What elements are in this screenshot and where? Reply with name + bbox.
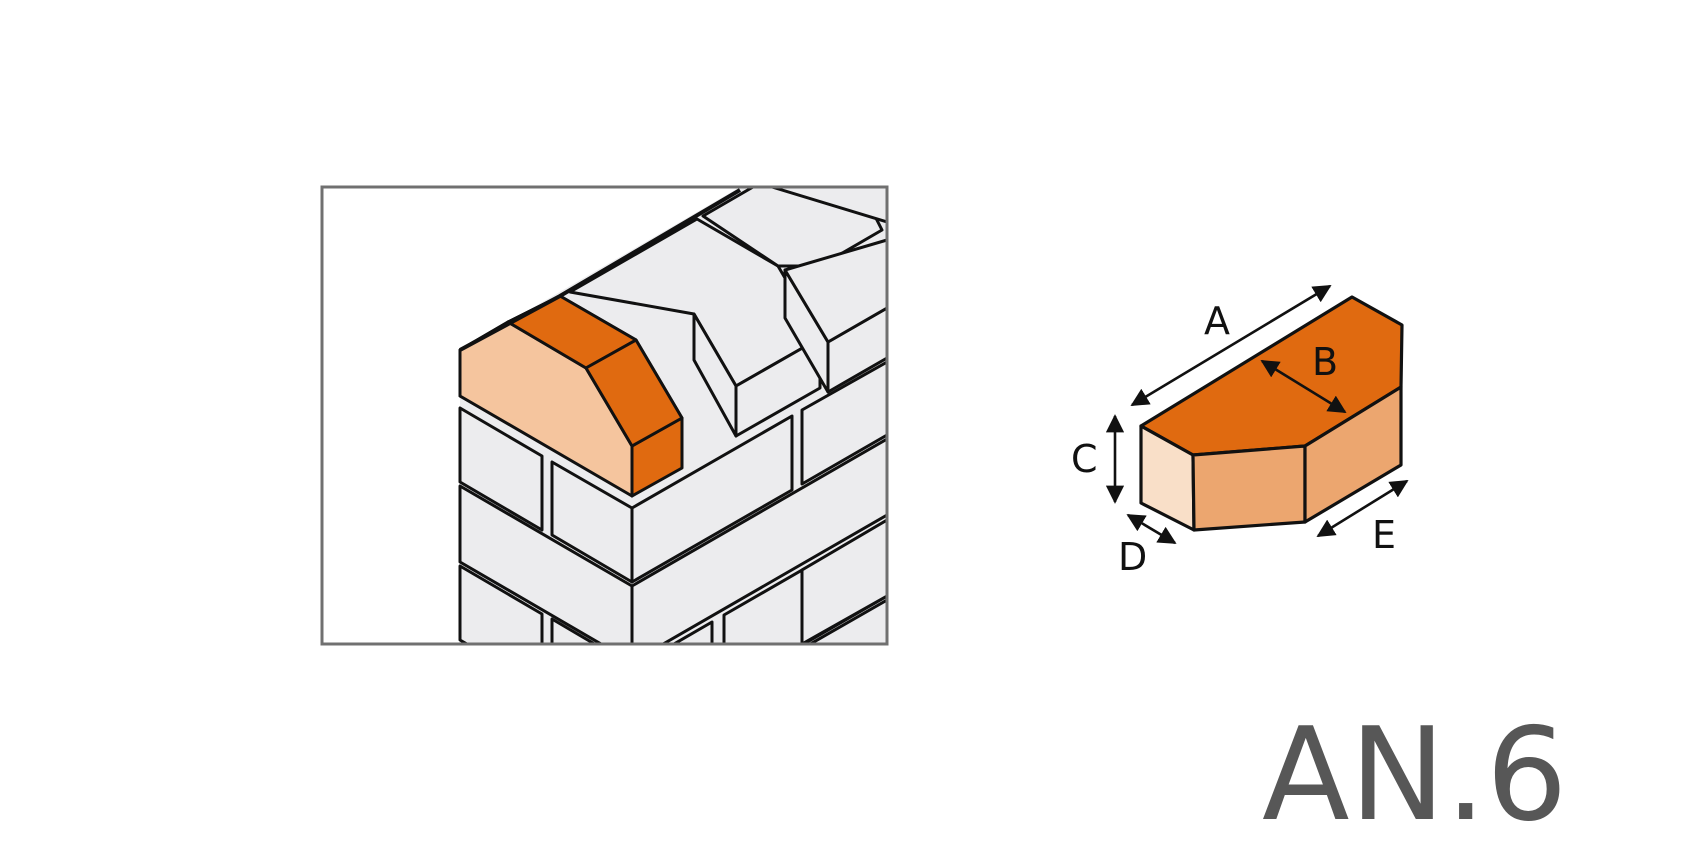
highlighted-coping-brick [458,294,684,498]
dimension-arrow-a [1130,284,1332,407]
brick-front-face [1191,444,1307,532]
dimension-arrow-d [1126,513,1177,545]
wall-frame-border [320,185,889,646]
brick-dimension-view [1105,284,1409,545]
wall-illustration [320,185,889,646]
dimension-label-d: D [1118,535,1147,579]
dimension-label-b: B [1312,340,1338,384]
dimension-arrow-e [1316,479,1409,538]
dimension-label-c: C [1071,437,1098,481]
dimension-label-e: E [1372,513,1396,557]
product-code: AN.6 [1262,701,1568,850]
dimension-arrow-b [1260,359,1347,414]
dimension-label-a: A [1204,299,1230,343]
